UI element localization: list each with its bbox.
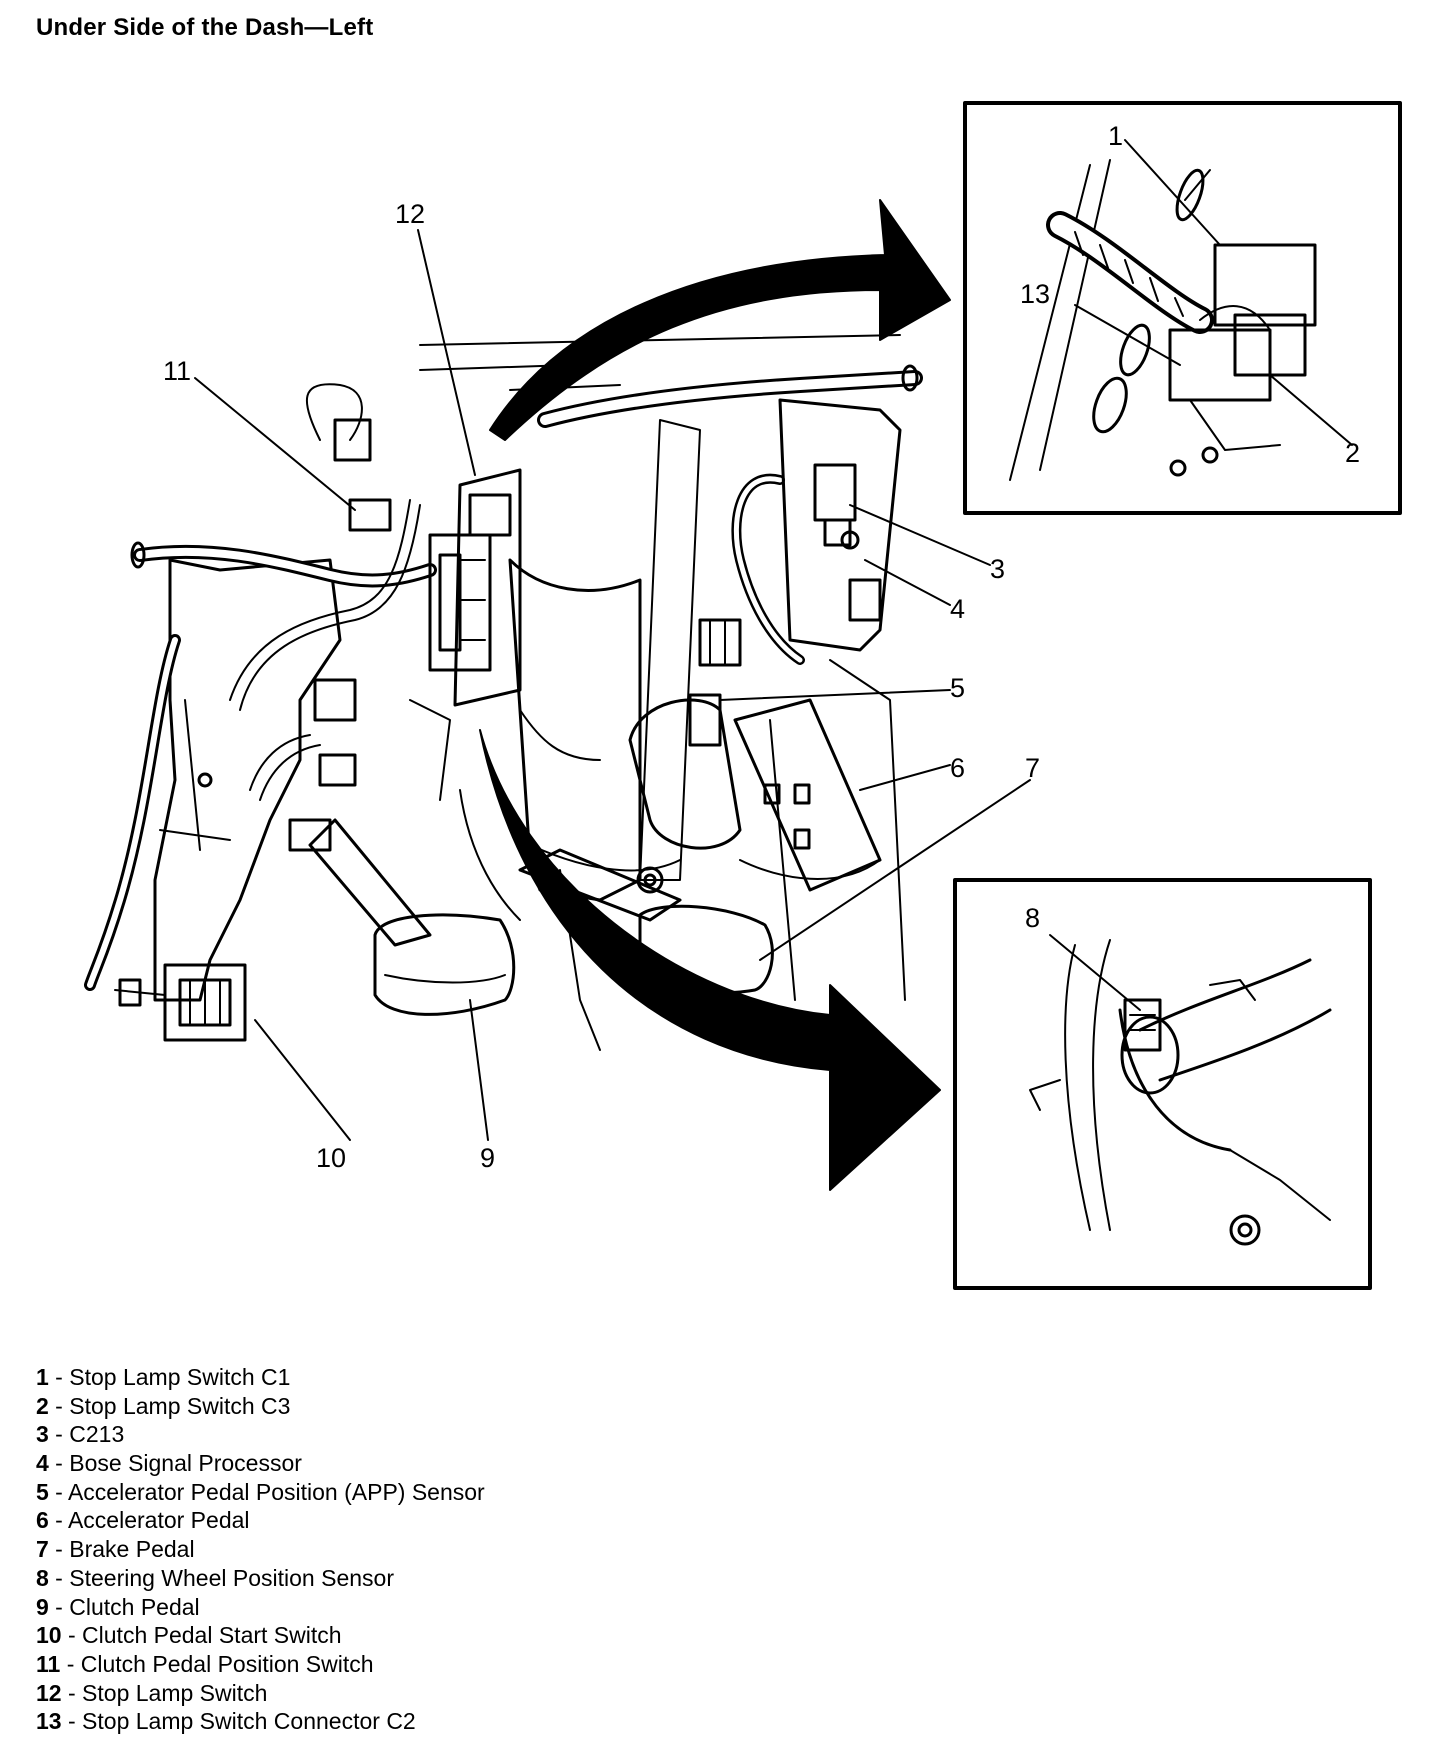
clutch-start-switch (114, 963, 247, 1042)
clutch-position-switch-connector (348, 498, 392, 532)
legend-item: 7 - Brake Pedal (36, 1536, 195, 1563)
legend-item: 13 - Stop Lamp Switch Connector C2 (36, 1708, 416, 1735)
legend-item: 11 - Clutch Pedal Position Switch (36, 1650, 374, 1677)
legend-item: 3 - C213 (36, 1421, 125, 1448)
clutch-pedal (308, 818, 516, 1016)
legend: 1 - Stop Lamp Switch C1 2 - Stop Lamp Sw… (36, 1363, 485, 1736)
leader-6 (859, 764, 951, 791)
leader-3 (849, 504, 991, 566)
callout-8: 8 (1025, 903, 1040, 933)
upper-inset (963, 101, 1402, 515)
callout-11: 11 (163, 356, 191, 386)
leader-5 (719, 689, 951, 701)
legend-item: 12 - Stop Lamp Switch (36, 1679, 268, 1706)
steering-column (508, 419, 701, 902)
dash-bracket (153, 558, 342, 1002)
stop-lamp-switch-c1 (1213, 243, 1317, 327)
callout-10: 10 (316, 1143, 346, 1173)
arrow-to-lower-inset (479, 729, 941, 1191)
leader-10 (254, 1019, 351, 1141)
leader-9 (469, 999, 489, 1141)
legend-item: 5 - Accelerator Pedal Position (APP) Sen… (36, 1478, 485, 1505)
steering-wheel-position-sensor (1123, 998, 1162, 1052)
callout-2: 2 (1345, 438, 1360, 468)
bose-signal-processor (778, 398, 902, 652)
arrow-to-upper-inset (489, 199, 951, 441)
leader-4 (864, 559, 951, 606)
lower-inset (953, 878, 1372, 1290)
page-title: Under Side of the Dash—Left (36, 14, 374, 41)
legend-item: 4 - Bose Signal Processor (36, 1450, 302, 1477)
callout-5: 5 (950, 673, 965, 703)
leader-7 (759, 779, 1031, 961)
callout-7: 7 (1025, 753, 1040, 783)
leader-11 (194, 377, 356, 511)
callout-3: 3 (990, 554, 1005, 584)
legend-item: 2 - Stop Lamp Switch C3 (36, 1392, 291, 1419)
bracket-hole (197, 772, 213, 788)
leader-12 (417, 229, 476, 476)
leader-1 (1124, 139, 1221, 246)
stop-lamp-switch-c2 (1168, 328, 1272, 402)
legend-item: 9 - Clutch Pedal (36, 1593, 200, 1620)
leader-13 (1074, 304, 1181, 366)
callout-6: 6 (950, 753, 965, 783)
leader-8 (1049, 934, 1141, 1011)
dash-diagram: 1 2 3 4 5 6 7 8 9 10 11 12 13 (84, 101, 1402, 1290)
callout-9: 9 (480, 1143, 495, 1173)
accelerator-pedal (733, 698, 882, 892)
legend-item: 1 - Stop Lamp Switch C1 (36, 1364, 291, 1390)
stop-lamp-switch (428, 468, 522, 707)
callout-4: 4 (950, 594, 965, 624)
app-sensor (628, 618, 742, 850)
legend-item: 6 - Accelerator Pedal (36, 1507, 250, 1534)
leader-2 (1269, 374, 1353, 446)
legend-item: 8 - Steering Wheel Position Sensor (36, 1564, 394, 1591)
callout-12: 12 (395, 199, 425, 229)
legend-item: 10 - Clutch Pedal Start Switch (36, 1622, 342, 1649)
callout-1: 1 (1108, 121, 1123, 151)
callout-13: 13 (1020, 279, 1050, 309)
